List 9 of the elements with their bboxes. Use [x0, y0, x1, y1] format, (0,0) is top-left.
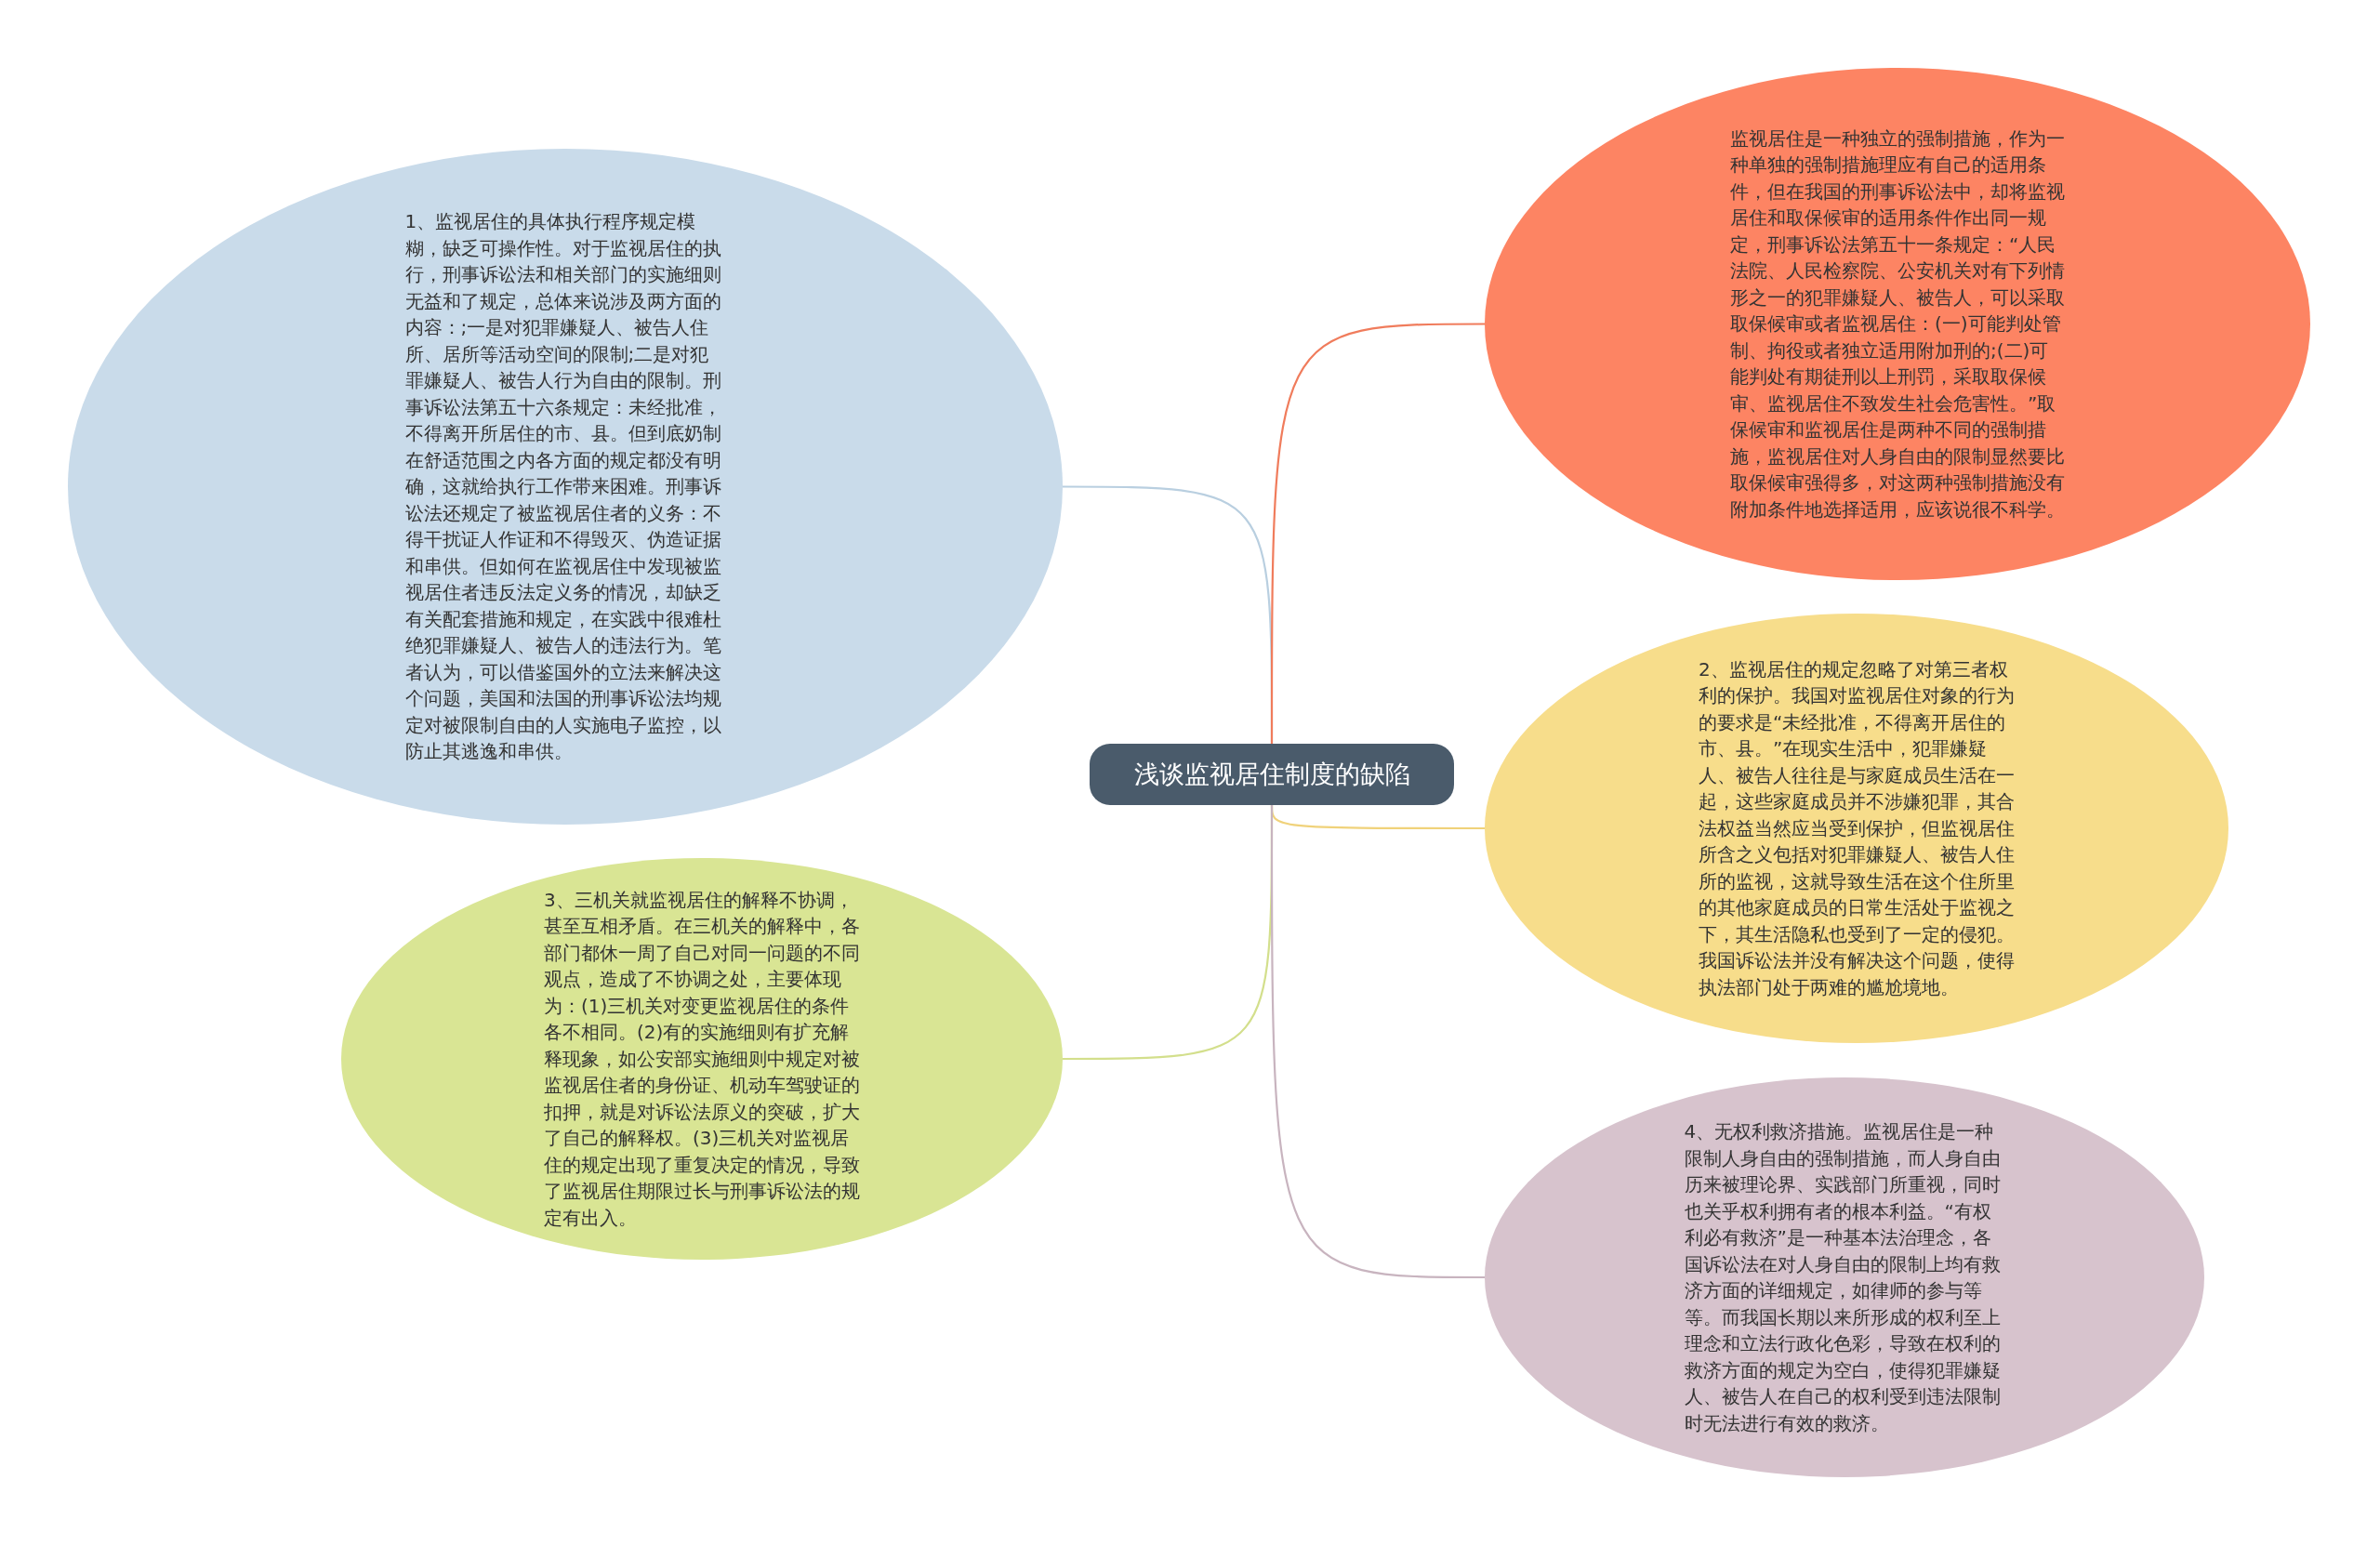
- paragraph-text: 3、三机关就监视居住的解释不协调，甚至互相矛盾。在三机关的解释中，各部门都休一周了自己对同一问题的不同观点，造成了不协调之处，主要体现为：(1)三机关对变更监视居住的条件各不相同。(2)有的实施细则有扩充解释现象，如公安部实施细则中规定对被监视居住者的身份证、机动车驾驶证的扣押，就是对诉讼法原义的突破，扩大了自己的解释权。(3)三机关对监视居住的规定出现了重复决定的情况，导致了监视居住期限过长与刑事诉讼法的规定有出入。: [544, 887, 860, 1231]
- connector-line: [1270, 805, 1485, 1279]
- paragraph-text: 4、无权利救济措施。监视居住是一种限制人身自由的强制措施，而人身自由历来被理论界、实践部门所重视，同时也关乎权利拥有者的根本利益。“有权利必有救济”是一种基本法治理念，各国诉讼法在对人身自由的限制上均有救济方面的详细规定，如律师的参与等等。而我国长期以来所形成的权利至上理念和立法行政化色彩，导致在权利的救济方面的规定为空白，使得犯罪嫌疑人、被告人在自己的权利受到违法限制时无法进行有效的救济。: [1684, 1119, 2002, 1436]
- paragraph-text: 2、监视居住的规定忽略了对第三者权利的保护。我国对监视居住对象的行为的要求是“未经批准，不得离开居住的市、县。”在现实生活中，犯罪嫌疑人、被告人往往是与家庭成员生活在一起，这些家庭成员并不涉嫌犯罪，其合法权益当然应当受到保护，但监视居住所含之义包括对犯罪嫌疑人、被告人住所的监视，这就导致生活在这个住所里的其他家庭成员的日常生活处于监视之下，其生活隐私也受到了一定的侵犯。我国诉讼法并没有解决这个问题，使得执法部门处于两难的尴尬境地。: [1699, 656, 2015, 1000]
- topic-text: 浅谈监视居住制度的缺陷: [1133, 759, 1410, 790]
- paragraph-text: 监视居住是一种独立的强制措施，作为一种单独的强制措施理应有自己的适用条件，但在我国的刑事诉讼法中，却将监视居住和取保候审的适用条件作出同一规定，刑事诉讼法第五十一条规定：“人民法院、人民检察院、公安机关对有下列情形之一的犯罪嫌疑人、被告人，可以采取取保候审或者监视居住：(一)可能判处管制、拘役或者独立适用附加刑的;(二)可能判处有期徒刑以上刑罚，采取取保候审、监视居住不致发生社会危害性。”取保候审和监视居住是两种不同的强制措施，监视居住对人身自由的限制显然要比取保候审强得多，对这两种强制措施没有附加条件地选择适用，应该说很不科学。: [1730, 126, 2065, 522]
- connector-line: [1270, 323, 1485, 744]
- paragraph-text: 1、监视居住的具体执行程序规定模糊，缺乏可操作性。对于监视居住的执行，刑事诉讼法和相关部门的实施细则无益和了规定，总体来说涉及两方面的内容：;一是对犯罪嫌疑人、被告人住所、居所等活动空间的限制;二是对犯罪嫌疑人、被告人行为自由的限制。刑事诉讼法第五十六条规定：未经批准，不得离开所居住的市、县。但到底奶制在舒适范围之内各方面的规定都没有明确，这就给执行工作带来困难。刑事诉讼法还规定了被监视居住者的义务：不得干扰证人作证和不得毁灭、伪造证据和串供。但如何在监视居住中发现被监视居住者违反法定义务的情况，却缺乏有关配套措施和规定，在实践中很难杜绝犯罪嫌疑人、被告人的违法行为。笔者认为，可以借鉴国外的立法来解决这个问题，美国和法国的刑事诉讼法均规定对被限制自由的人实施电子监控，以防止其逃逸和串供。: [404, 209, 722, 765]
- topic-box: [1090, 744, 1454, 805]
